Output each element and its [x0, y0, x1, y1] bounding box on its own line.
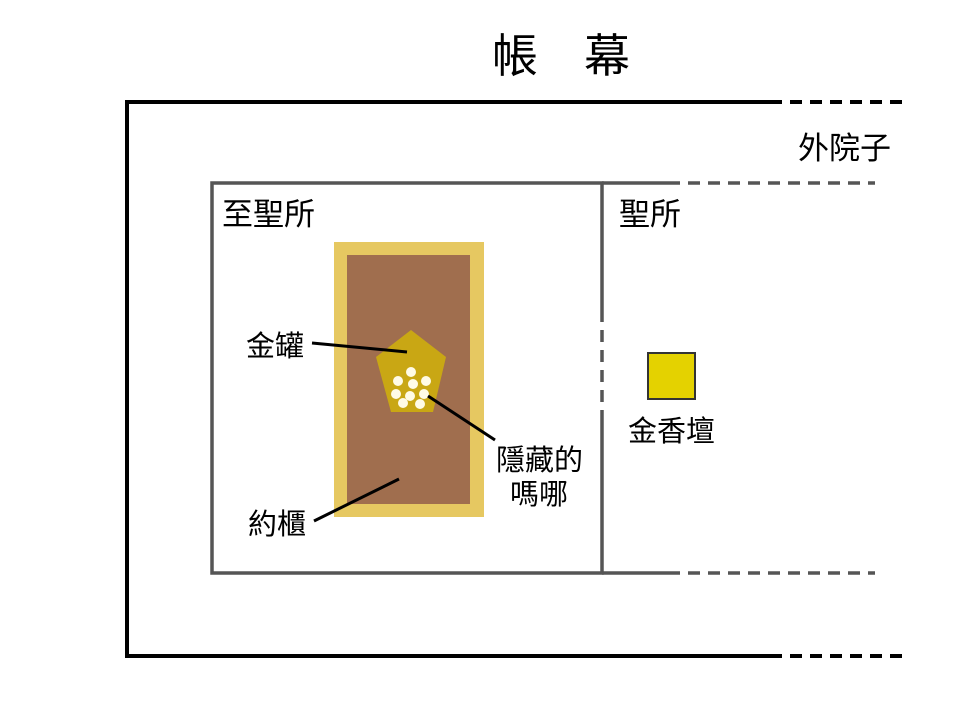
- holy-of-holies-label: 至聖所: [222, 197, 315, 233]
- hidden-manna-callout: [427, 394, 496, 442]
- manna-dot: [393, 376, 403, 386]
- golden-jar-callout: [311, 341, 408, 354]
- manna-dot: [415, 399, 425, 409]
- manna-dot: [421, 376, 431, 386]
- hidden-manna: [391, 367, 431, 409]
- incense-altar-icon: [647, 352, 696, 400]
- hidden-manna-label-line1: 隱藏的: [496, 443, 583, 477]
- diagram-title: 帳 幕: [492, 29, 630, 83]
- ark-callout: [313, 477, 400, 523]
- manna-dot: [391, 389, 401, 399]
- manna-dot: [419, 389, 429, 399]
- manna-dot: [405, 391, 415, 401]
- ark-label: 約櫃: [248, 507, 306, 541]
- holy-place-wall: [602, 181, 875, 575]
- hidden-manna-label-line2: 嗎哪: [510, 477, 568, 511]
- manna-dot: [398, 398, 408, 408]
- manna-dot: [408, 379, 418, 389]
- manna-dot: [406, 367, 416, 377]
- golden-jar-label: 金罐: [246, 329, 304, 363]
- holy-place-label: 聖所: [619, 197, 681, 233]
- outer-court-wall: [125, 100, 910, 658]
- incense-altar-label: 金香壇: [628, 414, 715, 448]
- outer-court-label: 外院子: [798, 131, 891, 167]
